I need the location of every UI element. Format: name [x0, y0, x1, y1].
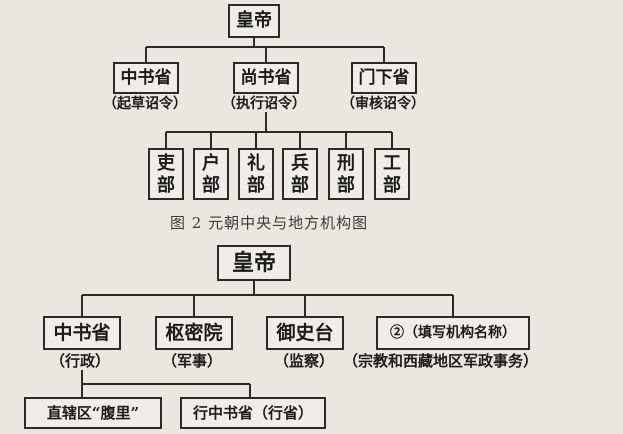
top-zhongshu-note: （起草诏令）	[103, 96, 187, 112]
bottom-xingsheng-box: 行中书省（行省）	[180, 397, 326, 429]
ministry-char: 吏	[157, 153, 175, 174]
ministry-box-bing: 兵 部	[282, 148, 318, 200]
bottom-yushi-note: （监察）	[274, 352, 335, 370]
bottom-fuli-box: 直辖区“腹里”	[24, 397, 162, 429]
ministry-char: 部	[337, 175, 355, 196]
figure-caption: 图 2 元朝中央与地方机构图	[170, 214, 369, 232]
bottom-zhongshu-note: （行政）	[50, 352, 111, 370]
bottom-blank-box: ②（填写机构名称）	[376, 316, 530, 350]
ministry-char: 部	[202, 175, 220, 196]
bottom-shumi-note: （军事）	[162, 352, 223, 370]
top-shangshu-note: （执行诏令）	[222, 96, 306, 112]
bottom-zhongshu-box: 中书省	[43, 316, 121, 350]
ministry-char: 工	[383, 153, 401, 174]
ministry-box-xing: 刑 部	[328, 148, 364, 200]
ministry-char: 部	[383, 175, 401, 196]
ministry-char: 兵	[291, 153, 309, 174]
ministry-char: 部	[247, 175, 265, 196]
top-menxia-box: 门下省	[351, 62, 417, 94]
ministry-char: 户	[202, 153, 220, 174]
top-zhongshu-box: 中书省	[113, 62, 179, 94]
bottom-shumi-box: 枢密院	[155, 316, 233, 350]
top-root-box: 皇帝	[228, 4, 280, 38]
ministry-box-gong: 工 部	[374, 148, 410, 200]
ministry-char: 部	[291, 175, 309, 196]
bottom-root-box: 皇帝	[217, 245, 291, 281]
top-menxia-note: （审核诏令）	[341, 96, 425, 112]
bottom-yushi-box: 御史台	[266, 316, 344, 350]
ministry-box-hu: 户 部	[193, 148, 229, 200]
bottom-blank-note: （宗教和西藏地区军政事务）	[343, 352, 539, 370]
ministry-box-li: 吏 部	[148, 148, 184, 200]
ministry-char: 刑	[337, 153, 355, 174]
ministry-char: 礼	[247, 153, 265, 174]
top-shangshu-box: 尚书省	[233, 62, 299, 94]
ministry-box-li2: 礼 部	[238, 148, 274, 200]
ministry-char: 部	[157, 175, 175, 196]
